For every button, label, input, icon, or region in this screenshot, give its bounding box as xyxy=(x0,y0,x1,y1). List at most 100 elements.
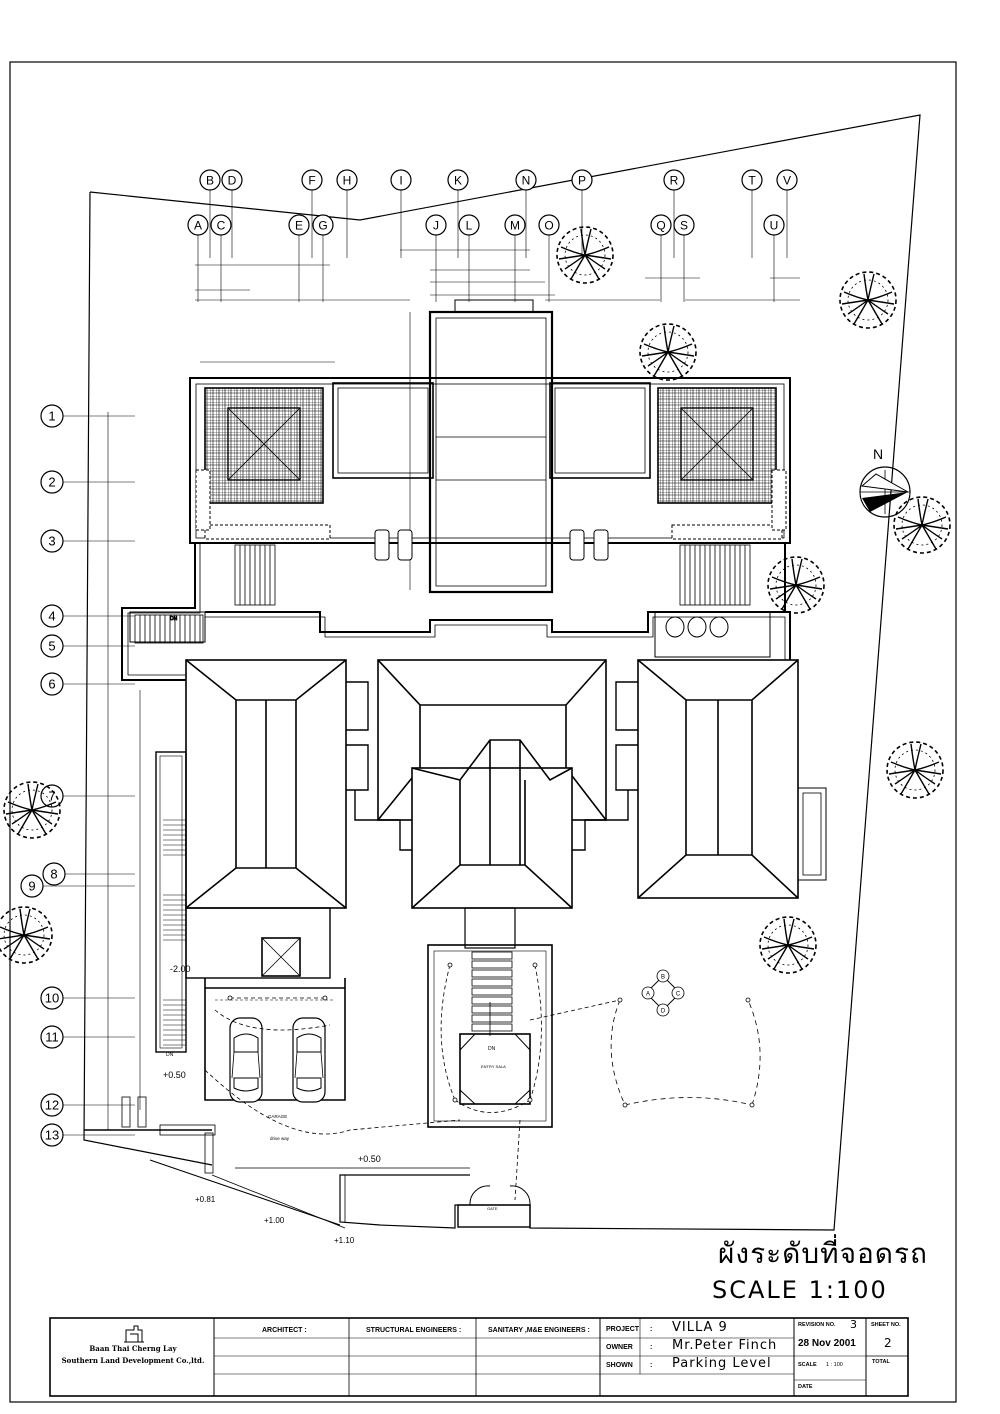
grid-column-s-label: S xyxy=(680,218,688,232)
site-lighting-wiring xyxy=(610,999,761,1106)
grid-column-t: T xyxy=(741,169,763,191)
ramp-level-marks xyxy=(163,819,186,1046)
grid-row-13-label: 13 xyxy=(45,1128,59,1143)
grid-column-m-label: M xyxy=(510,218,520,232)
grid-column-m: M xyxy=(504,214,526,236)
grid-column-f-label: F xyxy=(308,173,315,187)
entry-stairs xyxy=(471,951,513,1036)
terrace-stairs xyxy=(234,544,751,606)
grid-column-h-label: H xyxy=(343,173,352,187)
grid-row-7-label: 7 xyxy=(48,789,55,804)
company-logo xyxy=(124,1325,144,1343)
grid-column-i-label: I xyxy=(399,173,402,187)
grid-column-k-label: K xyxy=(454,173,462,187)
grid-column-n-label: N xyxy=(522,173,531,187)
grid-row-4: 4 xyxy=(40,604,64,628)
revision-label: REVISION NO. xyxy=(798,1322,836,1328)
entry-gate xyxy=(457,1185,531,1228)
entry-dn-label: DN xyxy=(488,1046,496,1052)
grid-row-10-label: 10 xyxy=(45,991,59,1006)
property-boundary-left xyxy=(83,191,213,1166)
garage-floor-level: -2.00 xyxy=(170,964,191,974)
grid-row-9: 9 xyxy=(20,874,44,898)
date-label: DATE xyxy=(798,1384,813,1390)
left-pavilion-roof xyxy=(204,387,324,504)
grid-column-q: Q xyxy=(650,214,672,236)
grid-row-8: 8 xyxy=(42,862,66,886)
architect-label: ARCHITECT : xyxy=(262,1327,307,1334)
grid-column-e: E xyxy=(288,214,310,236)
scale-label: SCALE xyxy=(798,1362,817,1368)
grid-row-12-label: 12 xyxy=(45,1098,59,1113)
garage-wiring xyxy=(204,997,461,1135)
owner-colon: : xyxy=(650,1344,653,1351)
right-pavilion-roof xyxy=(657,387,777,504)
grid-column-s: S xyxy=(673,214,695,236)
revision-value: 3 xyxy=(850,1318,858,1331)
date-value: 28 Nov 2001 xyxy=(798,1338,856,1349)
sanitary-label: SANITARY ,M&E ENGINEERS : xyxy=(488,1327,590,1334)
grid-row-6-label: 6 xyxy=(48,677,55,692)
grid-column-b-label: B xyxy=(206,173,214,187)
grid-column-g-label: G xyxy=(318,218,327,232)
drive-level: +0.50 xyxy=(358,1154,381,1164)
total-label: TOTAL xyxy=(872,1359,890,1365)
road-level-2: +1.00 xyxy=(264,1216,285,1225)
grid-row-10: 10 xyxy=(40,986,64,1010)
north-label: N xyxy=(873,446,883,462)
section-marker-d: D xyxy=(661,1008,666,1014)
grid-row-12: 12 xyxy=(40,1093,64,1117)
drive-way-label: drive way xyxy=(270,1136,290,1141)
project-value: VILLA 9 xyxy=(672,1320,728,1335)
shown-value: Parking Level xyxy=(672,1356,772,1371)
ramp-dn-label: DN xyxy=(166,1052,174,1058)
left-ramp xyxy=(155,751,187,1053)
grid-column-c: C xyxy=(210,214,232,236)
grid-column-i: I xyxy=(390,169,412,191)
grid-column-j: J xyxy=(425,214,447,236)
grid-row-2: 2 xyxy=(40,470,64,494)
grid-row-8-label: 8 xyxy=(50,867,57,882)
grid-column-d-label: D xyxy=(228,173,237,187)
grid-row-9-label: 9 xyxy=(28,879,35,894)
grid-column-p-label: P xyxy=(578,173,586,187)
garage-label: GARAGE xyxy=(268,1114,287,1119)
grid-column-k: K xyxy=(447,169,469,191)
sheet-label: SHEET NO. xyxy=(871,1322,901,1328)
grid-row-3: 3 xyxy=(40,529,64,553)
grid-row-6: 6 xyxy=(40,672,64,696)
owner-label: OWNER xyxy=(606,1344,633,1351)
grid-column-j-label: J xyxy=(433,218,439,232)
stair-dn-label: DN xyxy=(170,616,178,622)
cars xyxy=(229,1017,326,1103)
grid-row-3-label: 3 xyxy=(48,534,55,549)
owner-value: Mr.Peter Finch xyxy=(672,1338,778,1353)
drawing-title: ผังระดับที่จอดรถ xyxy=(718,1237,928,1270)
grid-column-b: B xyxy=(199,169,221,191)
company-name: Baan Thai Cherng Lay Southern Land Devel… xyxy=(52,1322,214,1394)
grid-column-d: D xyxy=(221,169,243,191)
grid-row-5-label: 5 xyxy=(48,639,55,654)
grid-column-p: P xyxy=(571,169,593,191)
grid-column-g: G xyxy=(312,214,334,236)
sheet-border xyxy=(9,61,957,1403)
drawing-scale: SCALE 1:100 xyxy=(712,1276,888,1304)
garage xyxy=(84,907,346,1174)
grid-column-a: A xyxy=(187,214,209,236)
grid-column-l-label: L xyxy=(466,218,473,232)
grid-column-q-label: Q xyxy=(656,218,665,232)
upper-terrace xyxy=(189,377,791,544)
scale-value: 1 : 100 xyxy=(826,1362,843,1368)
grid-column-r: R xyxy=(663,169,685,191)
grid-column-t-label: T xyxy=(748,173,756,187)
section-marker-c: C xyxy=(676,991,681,997)
grid-column-o-label: O xyxy=(544,218,553,232)
grid-row-7: 7 xyxy=(40,784,64,808)
grid-row-5: 5 xyxy=(40,634,64,658)
grid-column-o: O xyxy=(538,214,560,236)
grid-column-r-label: R xyxy=(670,173,679,187)
project-label: PROJECT xyxy=(606,1326,640,1333)
